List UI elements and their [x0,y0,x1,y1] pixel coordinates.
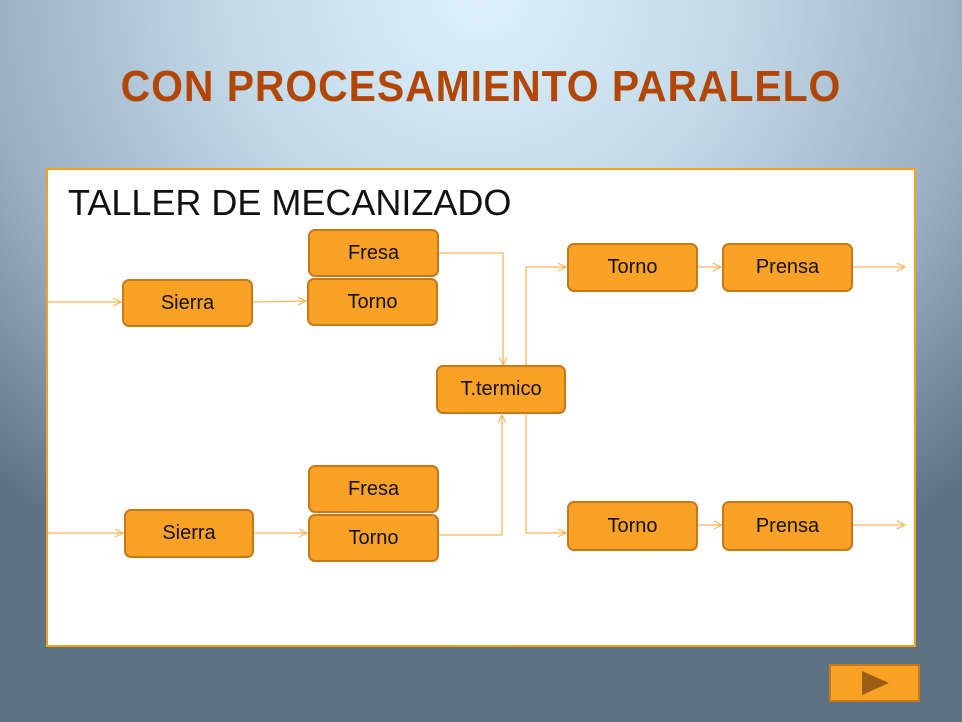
node-torno-right-top: Torno [567,243,698,292]
next-slide-button[interactable] [829,664,920,702]
play-triangle-icon [861,671,889,695]
node-ttermico: T.termico [436,365,566,414]
node-sierra-bottom: Sierra [124,509,254,558]
node-fresa-top: Fresa [308,229,439,277]
node-torno-top: Torno [307,278,438,326]
slide-title: CON PROCESAMIENTO PARALELO [120,62,842,111]
panel-title: TALLER DE MECANIZADO [68,182,512,223]
node-prensa-bottom: Prensa [722,501,853,551]
node-sierra-top: Sierra [122,279,253,327]
node-torno-bottom: Torno [308,514,439,562]
node-fresa-bottom: Fresa [308,465,439,513]
node-torno-right-bottom: Torno [567,501,698,551]
node-prensa-top: Prensa [722,243,853,292]
